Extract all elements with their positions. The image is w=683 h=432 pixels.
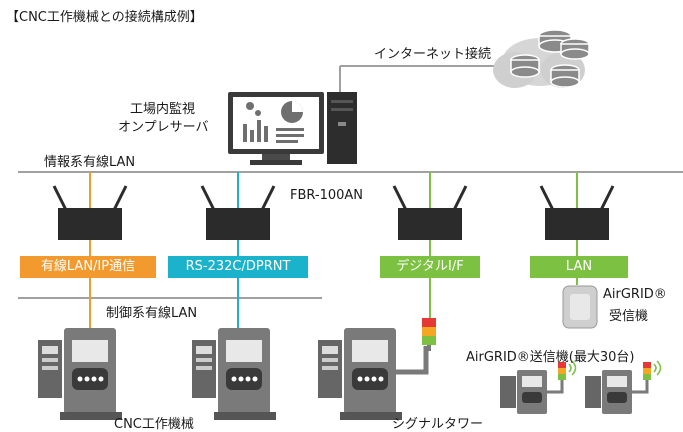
connection-badge-label: デジタルI/F <box>396 259 464 274</box>
router-icon-3 <box>392 185 468 240</box>
cnc-machine-icon-2 <box>192 328 276 420</box>
cloud-database-icon <box>493 29 590 88</box>
router-icon-2 <box>200 185 276 240</box>
network-lines <box>18 65 683 299</box>
cnc-label: CNC工作機械 <box>114 417 194 432</box>
airgrid-transmitter-icon-2 <box>585 360 662 414</box>
info-lan-label: 情報系有線LAN <box>44 155 136 170</box>
connection-badge-label: LAN <box>565 259 593 274</box>
router-icon-1 <box>52 185 128 240</box>
connection-badge-label: 有線LAN/IP通信 <box>40 259 136 274</box>
signal-tower-icon <box>422 318 436 351</box>
cnc-machine-icon-3 <box>318 328 429 420</box>
monitor-server-label-1: 工場内監視 <box>130 102 196 117</box>
airgrid-receiver-label-2: 受信機 <box>609 309 649 324</box>
airgrid-transmitter-label: AirGRID®送信機(最大30台) <box>466 350 635 365</box>
connection-badge-rs232c: RS-232C/DPRNT <box>168 256 308 278</box>
on-premise-server-icon <box>228 92 357 165</box>
cnc-machine-icon-1 <box>38 328 122 420</box>
airgrid-transmitter-icon-1 <box>500 360 577 414</box>
control-lan-label: 制御系有線LAN <box>106 306 198 321</box>
internet-label: インターネット接続 <box>374 47 492 62</box>
connection-badge-lan-ip: 有線LAN/IP通信 <box>20 256 156 278</box>
monitor-server-label-2: オンプレサーバ <box>118 120 209 135</box>
airgrid-receiver-label-1: AirGRID® <box>603 287 667 302</box>
fbr-label: FBR-100AN <box>290 188 364 203</box>
connection-badge-lan: LAN <box>530 256 628 278</box>
airgrid-receiver-icon <box>562 285 598 329</box>
router-group <box>52 185 615 240</box>
signal-tower-label: シグナルタワー <box>392 417 484 432</box>
router-icon-4 <box>539 185 615 240</box>
connection-badge-digital-if: デジタルI/F <box>380 256 480 278</box>
connection-badge-label: RS-232C/DPRNT <box>185 259 291 274</box>
diagram-title: 【CNC工作機械との接続構成例】 <box>6 10 203 25</box>
